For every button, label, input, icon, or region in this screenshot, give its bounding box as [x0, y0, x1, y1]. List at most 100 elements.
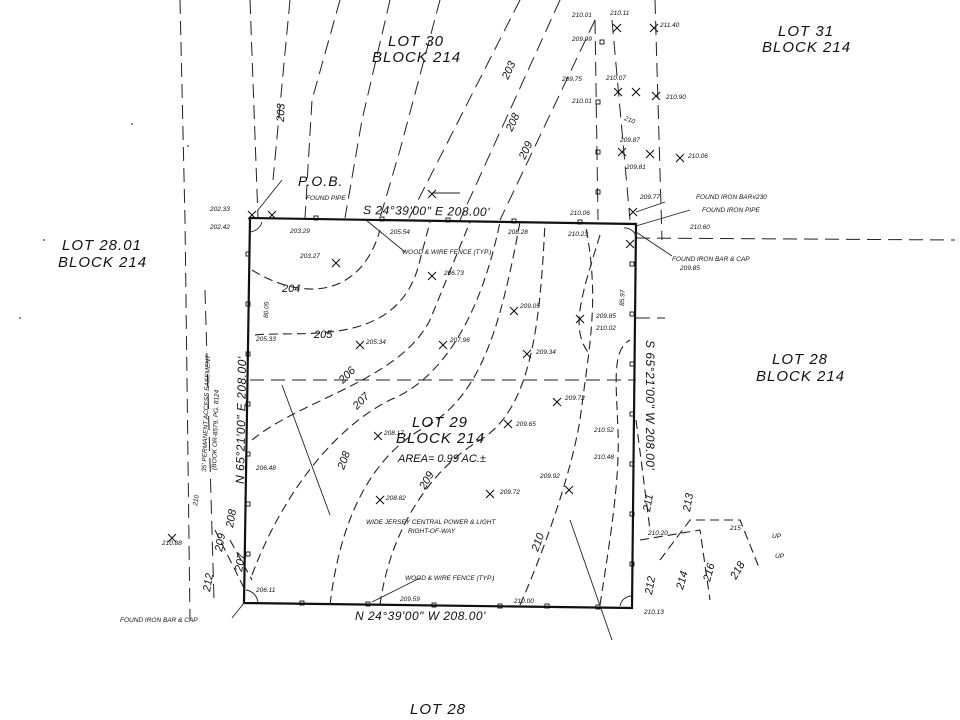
- elev: 209.72: [564, 395, 585, 402]
- elev: 210.06: [569, 210, 590, 217]
- contour-209-sw: 209: [213, 532, 228, 553]
- contour-208: 208: [335, 449, 353, 472]
- elev: 209.72: [499, 489, 520, 496]
- contour-212: 212: [643, 575, 658, 596]
- spot-x-mark: [267, 210, 277, 220]
- elev: 210.88: [161, 540, 182, 547]
- elev: 205.34: [365, 339, 386, 346]
- contour-207-north: 203: [499, 59, 518, 82]
- spot-x-mark: [612, 23, 622, 33]
- elev: 210.60: [689, 224, 710, 231]
- elev: 209.81: [625, 164, 646, 171]
- elev: 210.01: [571, 98, 592, 105]
- contour-208-sw: 208: [224, 507, 239, 529]
- elev: 206.11: [255, 587, 276, 594]
- north-bearing: S 24°39'00" E 208.00': [363, 203, 490, 219]
- spot-elevations: 202.33 202.42 203.29 205.54 208.28 210.0…: [161, 10, 710, 616]
- spot-x-mark: [564, 485, 574, 495]
- elev: 210.06: [687, 153, 708, 160]
- lot-30-label: LOT 30: [388, 33, 444, 50]
- lot-29-label: LOT 29: [412, 414, 468, 431]
- contour-212-ne: 212: [201, 572, 216, 593]
- adjacent-lot-lines: [179, 0, 956, 621]
- elev: 210.11: [609, 10, 630, 17]
- contour-204: 204: [281, 283, 300, 295]
- elev: 209.85: [679, 265, 700, 272]
- east-bearing: S 65°21'00" W 208.00': [643, 340, 657, 470]
- spot-x-mark: [613, 87, 623, 97]
- lot-28-east-label: LOT 28: [772, 351, 828, 368]
- fence-bottom-label: WOOD & WIRE FENCE (TYP.): [405, 575, 494, 582]
- elev: 209.77: [639, 194, 660, 201]
- pob-label: P.O.B.: [298, 173, 343, 189]
- contour-207: 207: [350, 390, 373, 413]
- spot-x-mark: [675, 153, 685, 163]
- spot-elevation-marks: [167, 23, 685, 543]
- elev: 210.23: [567, 231, 588, 238]
- up-label-2: UP: [775, 553, 785, 560]
- contour-209: 209: [417, 470, 437, 493]
- spot-x-mark: [645, 149, 655, 159]
- elev: 210.52: [593, 427, 614, 434]
- elev: 210.01: [571, 12, 592, 19]
- elev: 202.42: [209, 224, 230, 231]
- lot-28-south-label: LOT 28: [410, 701, 466, 718]
- found-pipe-label: FOUND PIPE: [306, 195, 346, 202]
- fence-top-label: WOOD & WIRE FENCE (TYP.): [402, 249, 491, 256]
- lot-31-block: BLOCK 214: [762, 39, 851, 56]
- elev: 202.33: [209, 206, 230, 213]
- elev: 209.92: [539, 473, 560, 480]
- iron-bar-cap-ne-label: FOUND IRON BAR & CAP: [672, 256, 750, 263]
- scan-marks: [19, 123, 189, 319]
- elev: 205.33: [255, 336, 276, 343]
- spot-x-mark: [331, 258, 341, 268]
- spot-x-mark: [427, 189, 437, 199]
- contour-211: 211: [641, 493, 656, 513]
- elev: 210.07: [605, 75, 626, 82]
- elev: 203.29: [289, 228, 310, 235]
- row-label-1: WIDE JERSEY CENTRAL POWER & LIGHT: [366, 519, 496, 526]
- contour-207-sw: 207: [233, 551, 248, 573]
- spot-x-mark: [575, 314, 585, 324]
- lot-28-east-block: BLOCK 214: [756, 368, 845, 385]
- lot-2801-label: LOT 28.01: [62, 237, 142, 254]
- spot-x-mark: [628, 207, 638, 217]
- elev: 209.05: [519, 303, 540, 310]
- elev: 207.96: [449, 337, 470, 344]
- spot-x-mark: [625, 239, 635, 249]
- elev: 210.48: [593, 454, 614, 461]
- contour-210-sw: 210: [192, 494, 201, 507]
- elev: 208.82: [385, 495, 406, 502]
- lot-2801-block: BLOCK 214: [58, 254, 147, 271]
- contour-214: 214: [674, 570, 691, 592]
- lot-29-block: BLOCK 214: [396, 430, 485, 447]
- elev: 210.00: [513, 598, 534, 605]
- elev: 210.20: [647, 530, 668, 537]
- elev: 203.27: [299, 253, 320, 260]
- elev: 208.28: [507, 229, 528, 236]
- spot-x-mark: [438, 340, 448, 350]
- elev: 209.65: [515, 421, 536, 428]
- elev: 209.59: [399, 596, 420, 603]
- elev: 85.97: [619, 289, 627, 306]
- south-bearing: N 24°39'00" W 208.00': [355, 609, 486, 623]
- elev: 210.02: [595, 325, 616, 332]
- contour-209-north: 209: [516, 140, 535, 163]
- easement-line-1: 35' PERMANENT ACCESS EASEMENT: [201, 354, 212, 472]
- spot-x-mark: [167, 533, 177, 543]
- contour-lines: [214, 221, 761, 606]
- easement-line-2: (BOOK OR-8579, PG. 8124: [211, 389, 221, 470]
- elev: 209.85: [595, 313, 616, 320]
- spot-x-mark: [631, 87, 641, 97]
- spot-x-mark: [355, 340, 365, 350]
- iron-bar-230-label: FOUND IRON BAR#230: [696, 194, 767, 201]
- contour-205: 205: [313, 329, 333, 341]
- iron-bar-cap-sw-label: FOUND IRON BAR & CAP: [120, 617, 198, 624]
- lot-29-area: AREA= 0.99 AC.±: [397, 453, 486, 465]
- elev: 208.17: [383, 430, 404, 437]
- spot-x-mark: [649, 23, 659, 33]
- contour-203: 203: [275, 102, 288, 123]
- elev: 209.75: [561, 76, 582, 83]
- spot-x-mark: [373, 431, 383, 441]
